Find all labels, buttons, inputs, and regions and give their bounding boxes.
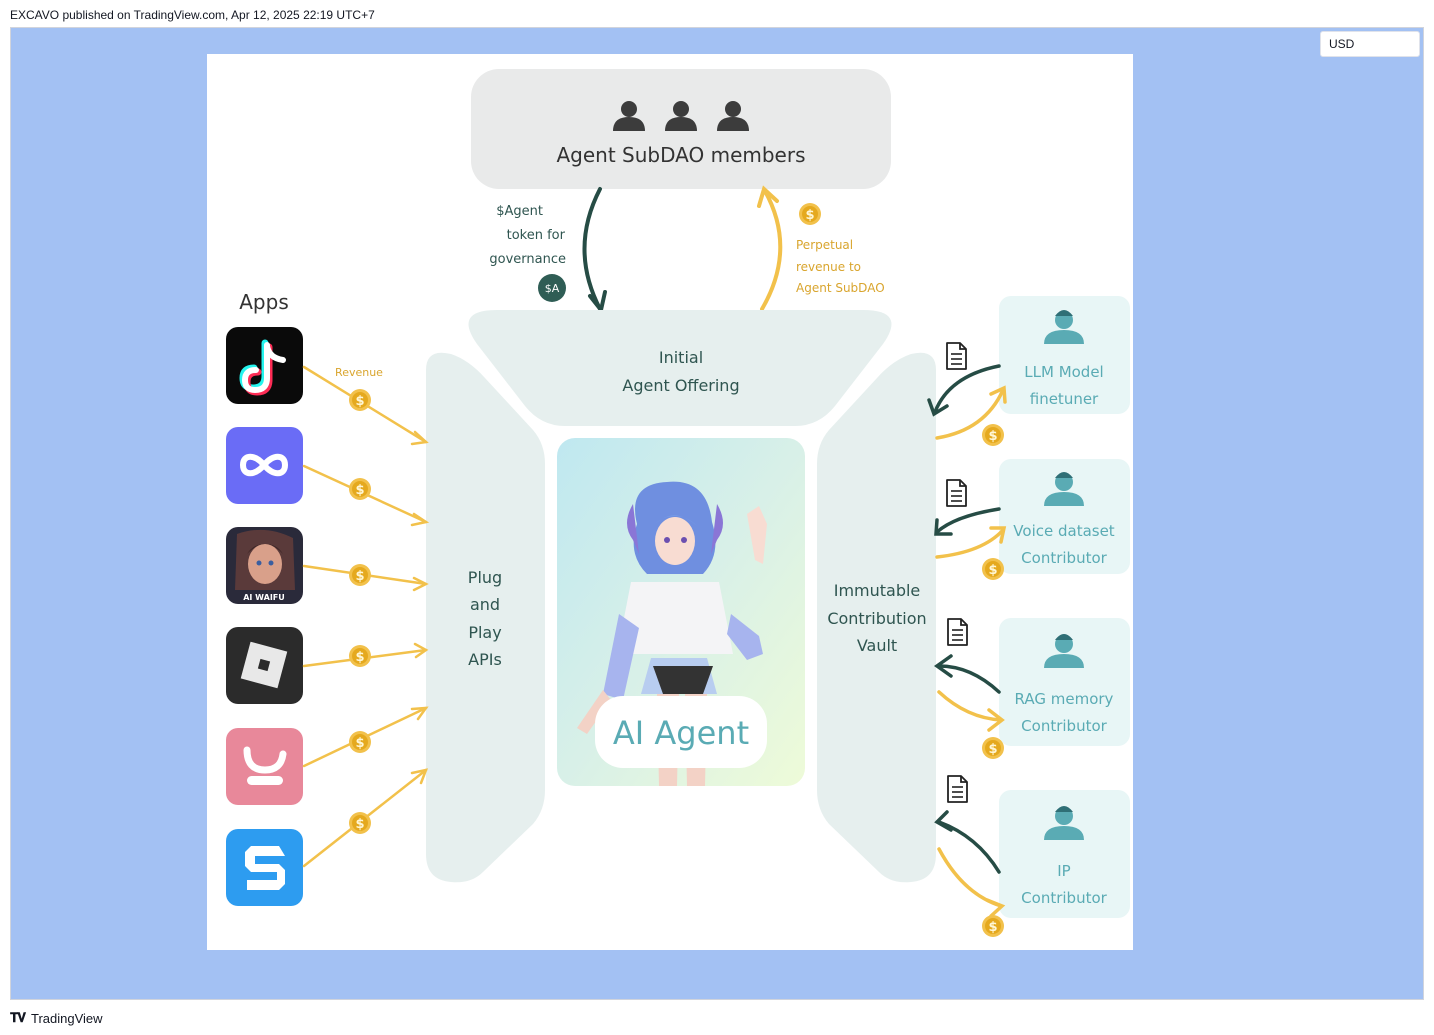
apps-revenue-label: Revenue (335, 366, 383, 379)
subdao-title: Agent SubDAO members (556, 143, 805, 167)
vault-label-3: Vault (857, 636, 897, 655)
plug-label-3: Play (468, 623, 501, 642)
document-icon (947, 618, 968, 646)
document-icon (947, 775, 968, 803)
coin-icon (349, 731, 371, 753)
diagram-svg: $ (226, 69, 1130, 937)
app-sandbox-icon (226, 829, 303, 906)
plug-panel (426, 352, 545, 883)
diagram-image: $ (207, 54, 1133, 950)
token-label-3: governance (489, 252, 566, 267)
contributor-card-rag (999, 618, 1130, 746)
contributor-card-ip (999, 790, 1130, 918)
app-infinity-icon (226, 427, 303, 504)
iao-label-2: Agent Offering (622, 376, 739, 395)
vault-label-1: Immutable (834, 581, 921, 600)
currency-selector[interactable]: USD (1320, 31, 1420, 57)
contributor-voice-line2: Contributor (1021, 549, 1107, 567)
plug-label-2: and (470, 595, 500, 614)
agent-label-pill (595, 696, 767, 768)
coin-icon (799, 203, 821, 225)
coin-icon (982, 558, 1004, 580)
revenue-label-2: revenue to (796, 260, 861, 274)
contributor-card-llm (999, 296, 1130, 414)
publish-caption: EXCAVO published on TradingView.com, Apr… (10, 8, 375, 22)
contributor-llm-line1: LLM Model (1024, 363, 1103, 381)
contributor-llm-line2: finetuner (1030, 390, 1099, 408)
app-tiktok-icon (226, 327, 303, 404)
footer-brand[interactable]: 𝐓𝐕 TradingView (10, 1010, 103, 1026)
token-label-2: token for (507, 228, 566, 243)
iao-panel (468, 310, 892, 426)
plug-label-4: APIs (468, 650, 502, 669)
agent-label: AI Agent (613, 714, 749, 752)
tradingview-brand-label: TradingView (31, 1010, 103, 1026)
app-revenue-arrows (302, 365, 430, 868)
contributor-ip-line1: IP (1057, 862, 1070, 880)
app-ai-waifu-label: AI WAIFU (243, 593, 285, 602)
iao-label-1: Initial (659, 348, 703, 367)
coin-icon (349, 389, 371, 411)
token-arrow (582, 187, 602, 311)
revenue-arrow-head (757, 185, 779, 208)
coin-icon (349, 564, 371, 586)
revenue-label-1: Perpetual (796, 238, 853, 252)
coin-icon (349, 645, 371, 667)
plug-label-1: Plug (468, 568, 502, 587)
coin-icon (982, 915, 1004, 937)
contributor-ip-line2: Contributor (1021, 889, 1107, 907)
coin-icon (982, 737, 1004, 759)
contributor-voice-line1: Voice dataset (1013, 522, 1115, 540)
agent-token-badge (538, 274, 566, 302)
app-roblox-icon (226, 627, 303, 704)
tradingview-logo-icon: 𝐓𝐕 (10, 1010, 26, 1025)
coin-icon (349, 478, 371, 500)
token-label-1: $Agent (496, 204, 543, 219)
app-ai-waifu-icon (226, 527, 303, 604)
contribution-arrows (927, 364, 1007, 918)
document-icon (946, 342, 967, 370)
coin-icon (982, 424, 1004, 446)
app-pink-icon (226, 728, 303, 805)
contributor-rag-line1: RAG memory (1015, 690, 1114, 708)
vault-panel (817, 352, 936, 883)
contributor-rag-line2: Contributor (1021, 717, 1107, 735)
agent-token-badge-label: $A (545, 282, 560, 295)
apps-title: Apps (239, 290, 289, 314)
revenue-arrow (760, 189, 783, 311)
vault-label-2: Contribution (827, 609, 926, 628)
document-icon (946, 479, 967, 507)
revenue-label-3: Agent SubDAO (796, 281, 885, 295)
contributor-card-voice (999, 459, 1130, 574)
coin-icon (349, 812, 371, 834)
